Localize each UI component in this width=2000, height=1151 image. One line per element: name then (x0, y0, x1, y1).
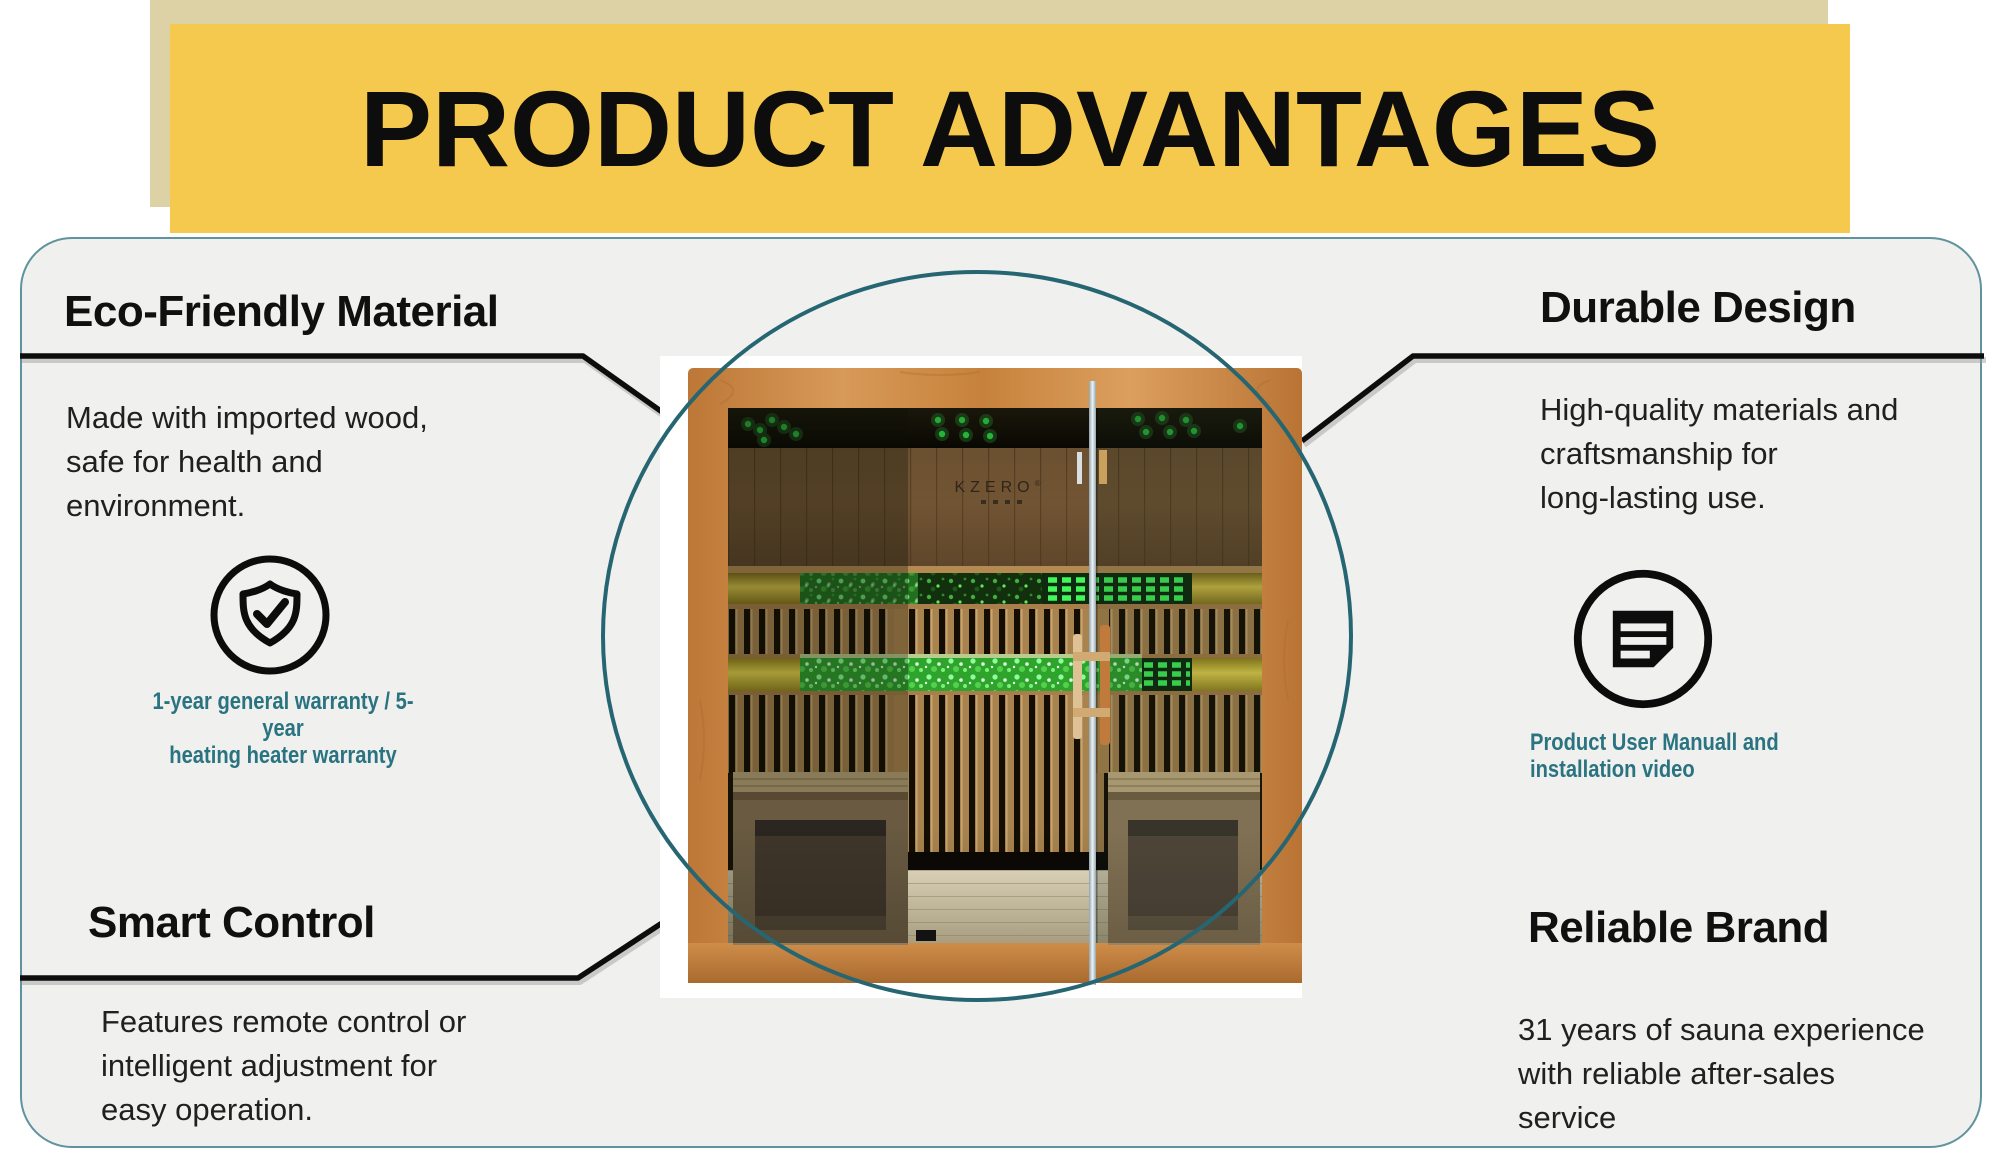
shield-check-icon (210, 555, 330, 675)
feature-body-line: long-lasting use. (1540, 480, 1766, 515)
feature-body-durable: High-quality materials and craftsmanship… (1540, 388, 1898, 520)
feature-title-smart: Smart Control (88, 898, 375, 947)
feature-body-reliable: 31 years of sauna experience with reliab… (1518, 1008, 1925, 1140)
feature-body-line: 31 years of sauna experience (1518, 1012, 1925, 1047)
document-icon (1573, 569, 1713, 709)
feature-body-line: environment. (66, 488, 246, 523)
caption-line: 1-year general warranty / 5-year (152, 688, 414, 742)
feature-body-line: Features remote control or (101, 1004, 467, 1039)
feature-title-eco: Eco-Friendly Material (64, 287, 499, 336)
feature-body-line: intelligent adjustment for (101, 1048, 438, 1083)
feature-body-line: safe for health and (66, 444, 323, 479)
feature-body-line: service (1518, 1100, 1617, 1135)
caption-line: installation video (1530, 756, 1695, 783)
feature-body-line: Made with imported wood, (66, 400, 428, 435)
feature-body-smart: Features remote control or intelligent a… (101, 1000, 466, 1132)
banner: PRODUCT ADVANTAGES (170, 24, 1850, 233)
feature-body-line: High-quality materials and (1540, 392, 1899, 427)
feature-body-line: craftsmanship for (1540, 436, 1778, 471)
caption-line: heating heater warranty (169, 742, 397, 769)
warranty-caption: 1-year general warranty / 5-year heating… (133, 688, 432, 769)
feature-body-line: easy operation. (101, 1092, 313, 1127)
caption-line: Product User Manuall and (1530, 729, 1779, 756)
feature-body-eco: Made with imported wood, safe for health… (66, 396, 428, 528)
feature-title-durable: Durable Design (1540, 283, 1856, 332)
feature-title-reliable: Reliable Brand (1528, 903, 1830, 952)
feature-body-line: with reliable after-sales (1518, 1056, 1836, 1091)
manual-badge (1570, 566, 1716, 712)
warranty-badge (207, 552, 333, 678)
page-title: PRODUCT ADVANTAGES (359, 68, 1660, 189)
manual-caption: Product User Manuall and installation vi… (1530, 729, 1816, 783)
